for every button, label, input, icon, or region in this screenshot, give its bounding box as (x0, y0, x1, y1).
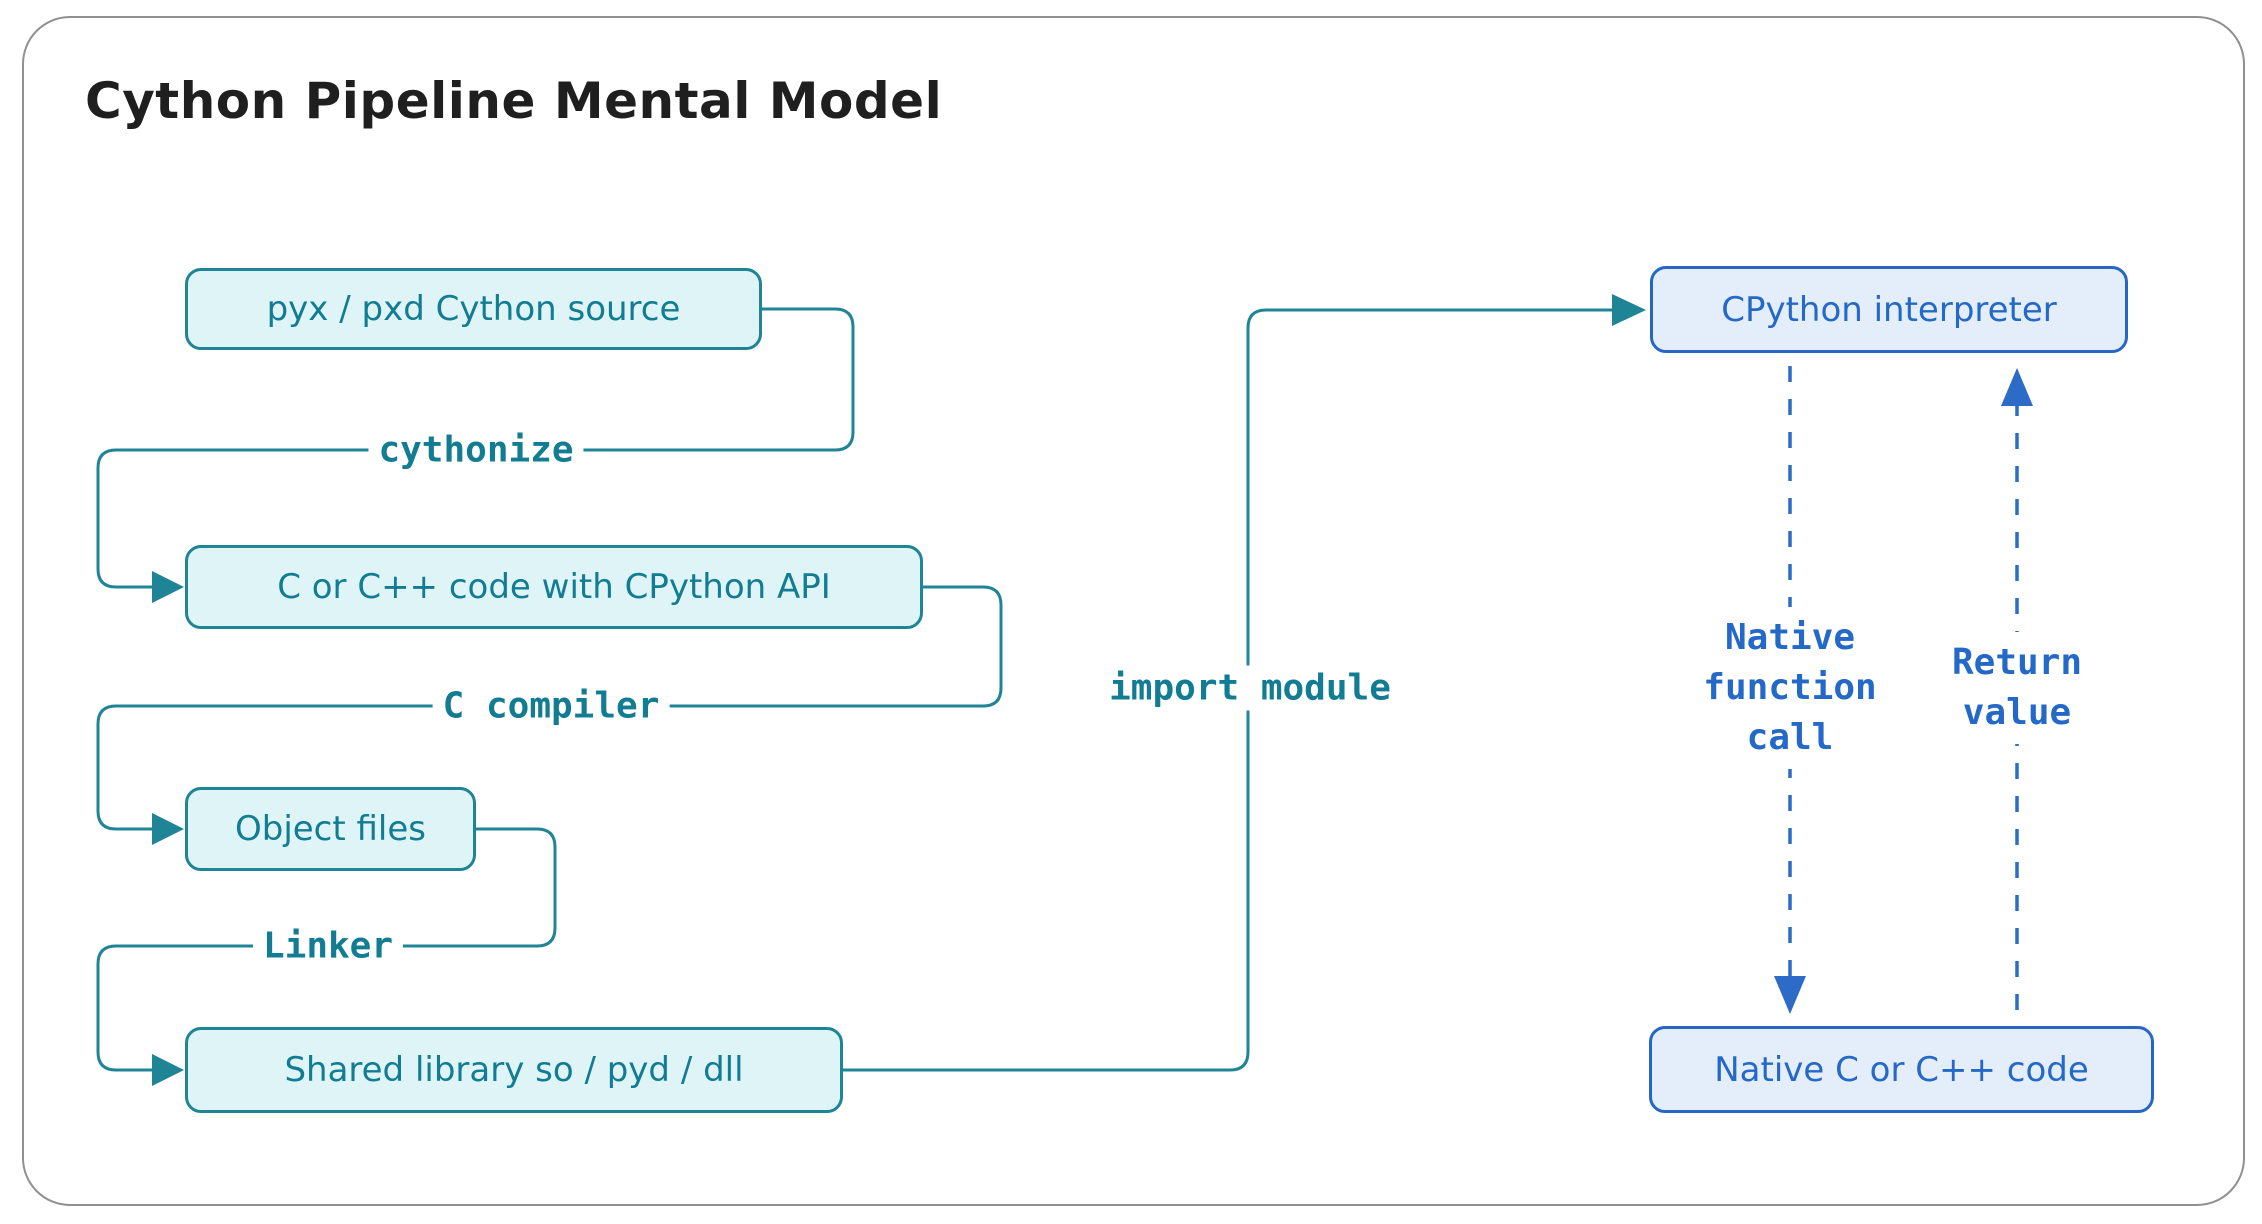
node-c-code: C or C++ code with CPython API (185, 545, 923, 629)
edge-label-line: value (1962, 692, 2072, 733)
node-cpython-interpreter: CPython interpreter (1650, 266, 2128, 353)
node-shared-library-label: Shared library so / pyd / dll (284, 1050, 744, 1090)
node-object-files-label: Object files (234, 809, 427, 849)
edge-label-return-value: Return value (1941, 632, 2093, 744)
edge-label-line: call (1746, 717, 1834, 758)
node-object-files: Object files (185, 787, 476, 871)
node-pyx-source-label: pyx / pxd Cython source (266, 289, 681, 329)
right-arrowhead-icon (152, 1054, 184, 1086)
edge-label-line: function (1703, 667, 1877, 708)
node-c-code-label: C or C++ code with CPython API (277, 567, 831, 607)
edge-label-line: Native (1724, 617, 1856, 658)
right-arrowhead-icon (152, 571, 184, 603)
up-arrowhead-icon (2001, 368, 2033, 406)
edge-label-cythonize: cythonize (368, 427, 584, 473)
down-arrowhead-icon (1774, 976, 1806, 1014)
edge-label-line: Return (1951, 642, 2083, 683)
edge-label-native-function-call: Native function call (1693, 607, 1887, 769)
node-native-code-label: Native C or C++ code (1714, 1049, 2089, 1090)
edge-label-import-module: import module (1099, 665, 1401, 711)
right-arrowhead-icon (152, 813, 184, 845)
node-pyx-source: pyx / pxd Cython source (185, 268, 762, 350)
node-shared-library: Shared library so / pyd / dll (185, 1027, 843, 1113)
edge-label-c-compiler: C compiler (432, 683, 670, 729)
edge-label-linker: Linker (252, 923, 404, 969)
node-cpython-interpreter-label: CPython interpreter (1721, 289, 2057, 330)
page-title: Cython Pipeline Mental Model (85, 72, 943, 130)
node-native-code: Native C or C++ code (1649, 1026, 2154, 1113)
right-arrowhead-icon (1612, 294, 1646, 326)
